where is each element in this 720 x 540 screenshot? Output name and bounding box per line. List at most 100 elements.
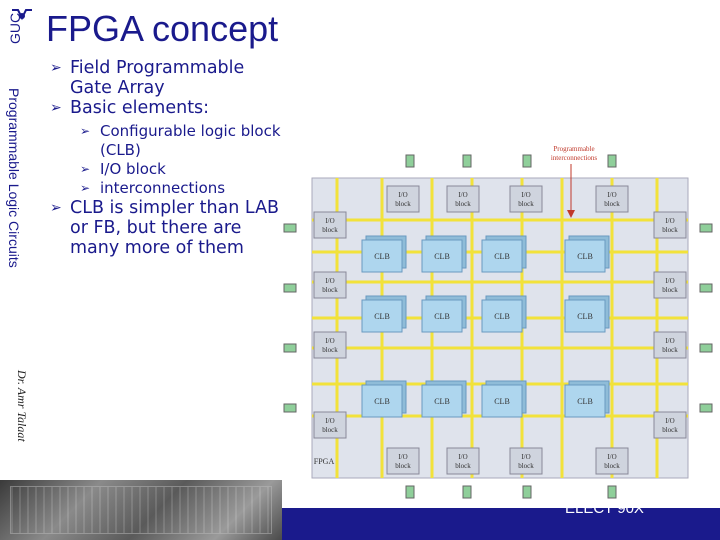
bullet-text: Basic elements: bbox=[70, 98, 210, 118]
io-block bbox=[446, 447, 480, 475]
io-block-label: block bbox=[322, 226, 338, 234]
clb-block bbox=[361, 299, 403, 333]
io-block bbox=[386, 447, 420, 475]
clb-block bbox=[481, 299, 523, 333]
bullet-text: Configurable logic block (CLB) bbox=[100, 122, 281, 159]
clb-label: CLB bbox=[434, 312, 450, 321]
io-block-label: I/O bbox=[665, 337, 674, 345]
clb-block bbox=[361, 384, 403, 418]
io-block-label: I/O bbox=[607, 191, 616, 199]
io-block-label: block bbox=[518, 462, 534, 470]
slide-title: FPGA concept bbox=[46, 8, 279, 49]
io-block-label: I/O bbox=[325, 337, 334, 345]
clb-label: CLB bbox=[494, 397, 510, 406]
io-block-label: block bbox=[518, 200, 534, 208]
arrow-bullet-icon: ➢ bbox=[80, 124, 91, 138]
arrow-bullet-icon: ➢ bbox=[50, 60, 62, 76]
bullet-item: ➢ Field Programmable Gate Array bbox=[50, 58, 285, 98]
pin-icon bbox=[462, 485, 472, 499]
fpga-chip-label: FPGA bbox=[314, 457, 335, 466]
pin-icon bbox=[607, 154, 617, 168]
io-block-label: block bbox=[322, 286, 338, 294]
side-label-text: Programmable Logic Circuits bbox=[6, 88, 22, 268]
clb-label: CLB bbox=[434, 252, 450, 261]
io-block-label: block bbox=[322, 346, 338, 354]
bullet-list: ➢ Field Programmable Gate Array ➢ Basic el… bbox=[50, 58, 285, 258]
bullet-text: interconnections bbox=[100, 179, 226, 197]
clb-block bbox=[564, 239, 606, 273]
io-block bbox=[313, 271, 347, 299]
clb-label: CLB bbox=[577, 252, 593, 261]
chip-photo-strip bbox=[0, 480, 282, 540]
io-block bbox=[313, 211, 347, 239]
io-block-label: I/O bbox=[521, 191, 530, 199]
sub-bullet-item: ➢ Configurable logic block (CLB) bbox=[50, 122, 285, 160]
arrow-bullet-icon: ➢ bbox=[80, 162, 91, 176]
io-block-label: block bbox=[455, 200, 471, 208]
bullet-text: I/O block bbox=[100, 160, 166, 178]
io-block-label: I/O bbox=[521, 453, 530, 461]
io-block-label: I/O bbox=[665, 217, 674, 225]
io-block-label: I/O bbox=[458, 191, 467, 199]
io-block bbox=[653, 411, 687, 439]
clb-block bbox=[421, 239, 463, 273]
clb-block bbox=[564, 299, 606, 333]
pin-icon bbox=[283, 223, 297, 233]
pin-icon bbox=[699, 403, 713, 413]
pin-icon bbox=[522, 154, 532, 168]
io-block-label: I/O bbox=[398, 453, 407, 461]
io-block-label: block bbox=[662, 226, 678, 234]
pin-icon bbox=[283, 403, 297, 413]
pin-icon bbox=[699, 223, 713, 233]
clb-label: CLB bbox=[374, 312, 390, 321]
clb-block bbox=[361, 239, 403, 273]
io-block-label: block bbox=[322, 426, 338, 434]
pin-icon bbox=[283, 343, 297, 353]
io-block-label: I/O bbox=[458, 453, 467, 461]
io-block-label: I/O bbox=[325, 277, 334, 285]
io-block-label: I/O bbox=[665, 417, 674, 425]
io-block-label: I/O bbox=[325, 417, 334, 425]
clb-label: CLB bbox=[577, 397, 593, 406]
clb-label: CLB bbox=[494, 252, 510, 261]
author-name: Dr. Amr Talaat bbox=[15, 370, 29, 442]
sub-bullet-item: ➢ I/O block bbox=[50, 160, 285, 179]
io-block bbox=[595, 185, 629, 213]
io-block-label: block bbox=[662, 426, 678, 434]
bullet-item: ➢CLB is simpler than LAB or FB, but ther… bbox=[50, 198, 285, 258]
side-label: Programmable Logic Circuits bbox=[6, 88, 24, 328]
io-block-label: I/O bbox=[665, 277, 674, 285]
io-block-label: block bbox=[604, 200, 620, 208]
io-block bbox=[653, 211, 687, 239]
footer-text: ELECT 90X bbox=[565, 500, 644, 517]
fpga-diagram: I/OblockI/OblockI/OblockI/OblockI/Oblock… bbox=[282, 130, 720, 508]
io-block-label: I/O bbox=[325, 217, 334, 225]
arrow-head-icon bbox=[567, 210, 575, 218]
logo-text: GUC bbox=[7, 13, 23, 44]
interconnect-label: Programmable bbox=[553, 145, 594, 153]
io-block bbox=[509, 185, 543, 213]
clb-block bbox=[481, 384, 523, 418]
interconnect-label: interconnections bbox=[551, 154, 598, 162]
io-block bbox=[386, 185, 420, 213]
clb-label: CLB bbox=[374, 252, 390, 261]
io-block-label: block bbox=[455, 462, 471, 470]
clb-label: CLB bbox=[434, 397, 450, 406]
io-block bbox=[446, 185, 480, 213]
io-block bbox=[595, 447, 629, 475]
pin-icon bbox=[405, 154, 415, 168]
pin-icon bbox=[699, 343, 713, 353]
pin-icon bbox=[283, 283, 297, 293]
clb-block bbox=[481, 239, 523, 273]
pin-icon bbox=[699, 283, 713, 293]
pin-icon bbox=[405, 485, 415, 499]
io-block bbox=[509, 447, 543, 475]
io-block bbox=[313, 411, 347, 439]
bullet-item: ➢ Basic elements: bbox=[50, 98, 285, 118]
arrow-bullet-icon: ➢ bbox=[50, 100, 62, 116]
pin-icon bbox=[607, 485, 617, 499]
bullet-text: Field Programmable Gate Array bbox=[70, 58, 245, 98]
clb-label: CLB bbox=[374, 397, 390, 406]
bullet-text: CLB is simpler than LAB or FB, but there… bbox=[70, 198, 280, 258]
clb-label: CLB bbox=[494, 312, 510, 321]
